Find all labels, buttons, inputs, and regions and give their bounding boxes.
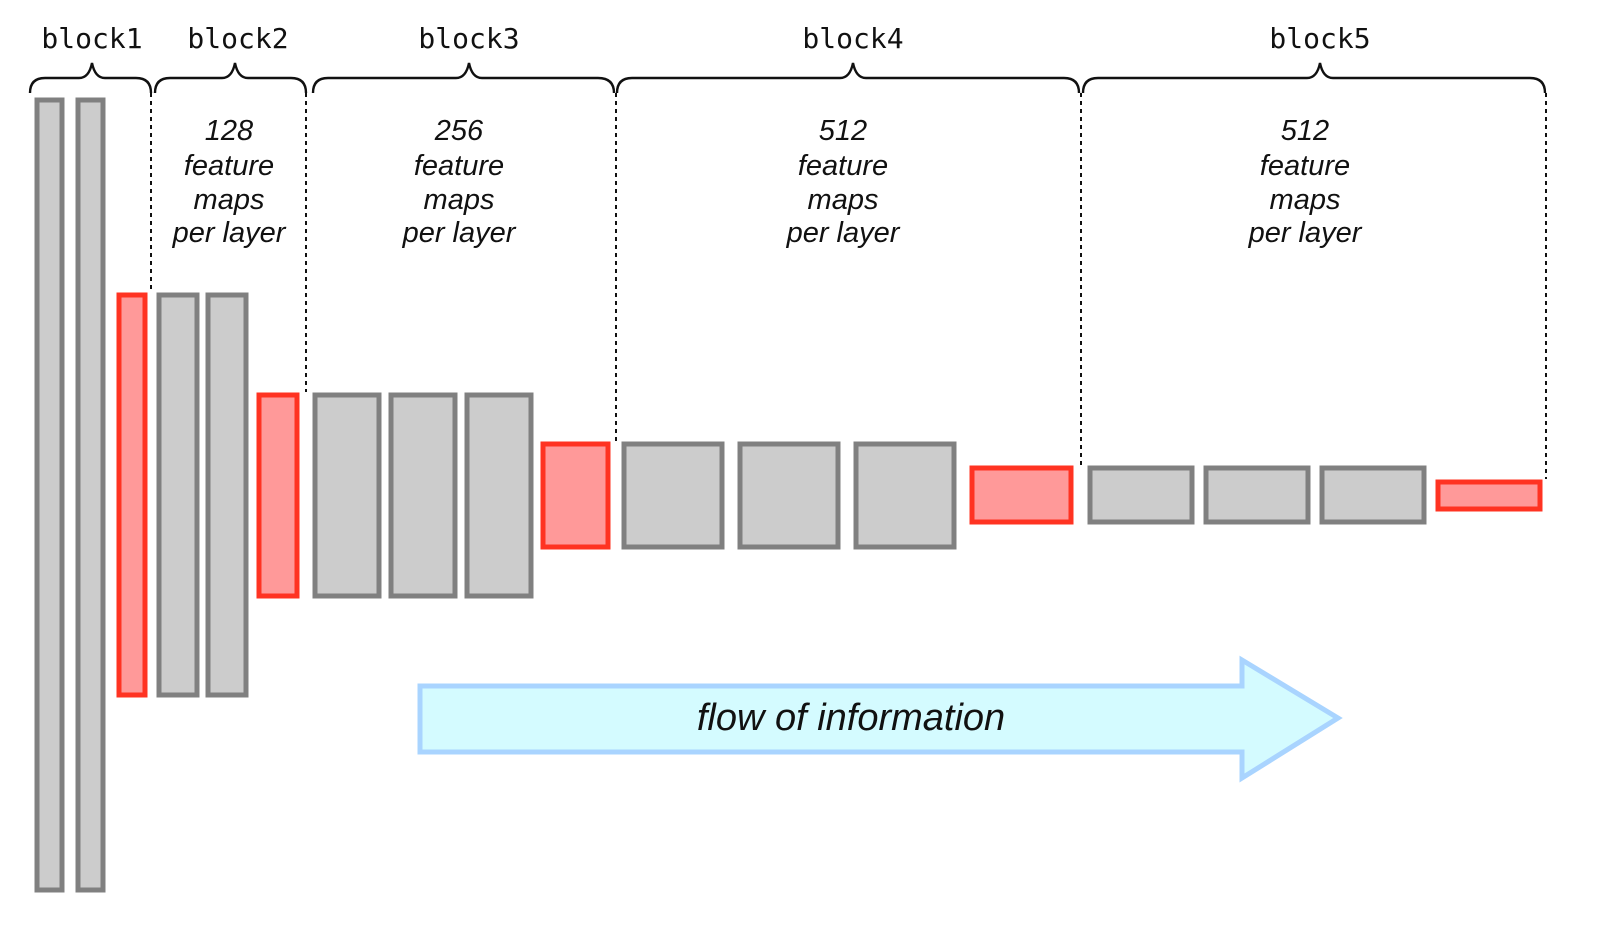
block-titles: block1 block2 block3 block4 block5 xyxy=(41,22,1370,55)
block4-pool-layer xyxy=(969,465,1074,525)
block2-pool-layer xyxy=(256,392,300,599)
block2-brace xyxy=(153,62,308,94)
block5-feature-count: 512 xyxy=(1281,115,1329,147)
block4-brace xyxy=(615,62,1081,94)
block4-conv1-layer xyxy=(621,441,725,550)
network-layers xyxy=(34,97,1543,893)
block3-brace xyxy=(311,62,616,94)
flow-arrow: flow of information xyxy=(417,655,1343,783)
block4-maps-word: maps xyxy=(808,184,879,216)
flow-arrow-label: flow of information xyxy=(697,697,1005,739)
block5-brace xyxy=(1081,62,1547,94)
block2-title: block2 xyxy=(187,22,288,55)
block2-per-layer: per layer xyxy=(172,217,287,249)
block2-feature-word: feature xyxy=(184,150,274,182)
block3-per-layer: per layer xyxy=(402,217,517,249)
block3-maps-word: maps xyxy=(424,184,495,216)
block4-feature-count: 512 xyxy=(819,115,867,147)
block1-pool-layer xyxy=(116,292,148,698)
block2-conv1-layer xyxy=(156,292,200,698)
block4-per-layer: per layer xyxy=(786,217,901,249)
block3-conv1-layer xyxy=(312,392,382,599)
block3-feature-count: 256 xyxy=(434,115,484,147)
block3-conv3-layer xyxy=(464,392,534,599)
block5-feature-word: feature xyxy=(1260,150,1350,182)
block3-feature-word: feature xyxy=(414,150,504,182)
block4-title: block4 xyxy=(802,22,903,55)
block4-conv2-layer xyxy=(737,441,841,550)
flow-arrow-shape xyxy=(417,655,1343,783)
block3-title: block3 xyxy=(418,22,519,55)
block4-feature-word: feature xyxy=(798,150,888,182)
block2-conv2-layer xyxy=(205,292,249,698)
block-dividers xyxy=(150,93,1547,479)
block5-pool-layer xyxy=(1435,479,1543,512)
block5-conv1-layer xyxy=(1087,465,1195,525)
block1-brace xyxy=(28,62,153,94)
block1-conv2-layer xyxy=(75,97,106,893)
block5-conv3-layer xyxy=(1319,465,1427,525)
block4-conv3-layer xyxy=(853,441,957,550)
block1-conv1-layer xyxy=(34,97,65,893)
block3-conv2-layer xyxy=(388,392,458,599)
block2-maps-word: maps xyxy=(194,184,265,216)
block5-title: block5 xyxy=(1269,22,1370,55)
block3-pool-layer xyxy=(540,441,611,550)
block5-conv2-layer xyxy=(1203,465,1311,525)
block-braces xyxy=(28,62,1547,94)
feature-map-labels: 128 feature maps per layer 256 feature m… xyxy=(172,115,1363,249)
block1-title: block1 xyxy=(41,22,142,55)
block5-maps-word: maps xyxy=(1270,184,1341,216)
block5-per-layer: per layer xyxy=(1248,217,1363,249)
block2-feature-count: 128 xyxy=(205,115,253,147)
